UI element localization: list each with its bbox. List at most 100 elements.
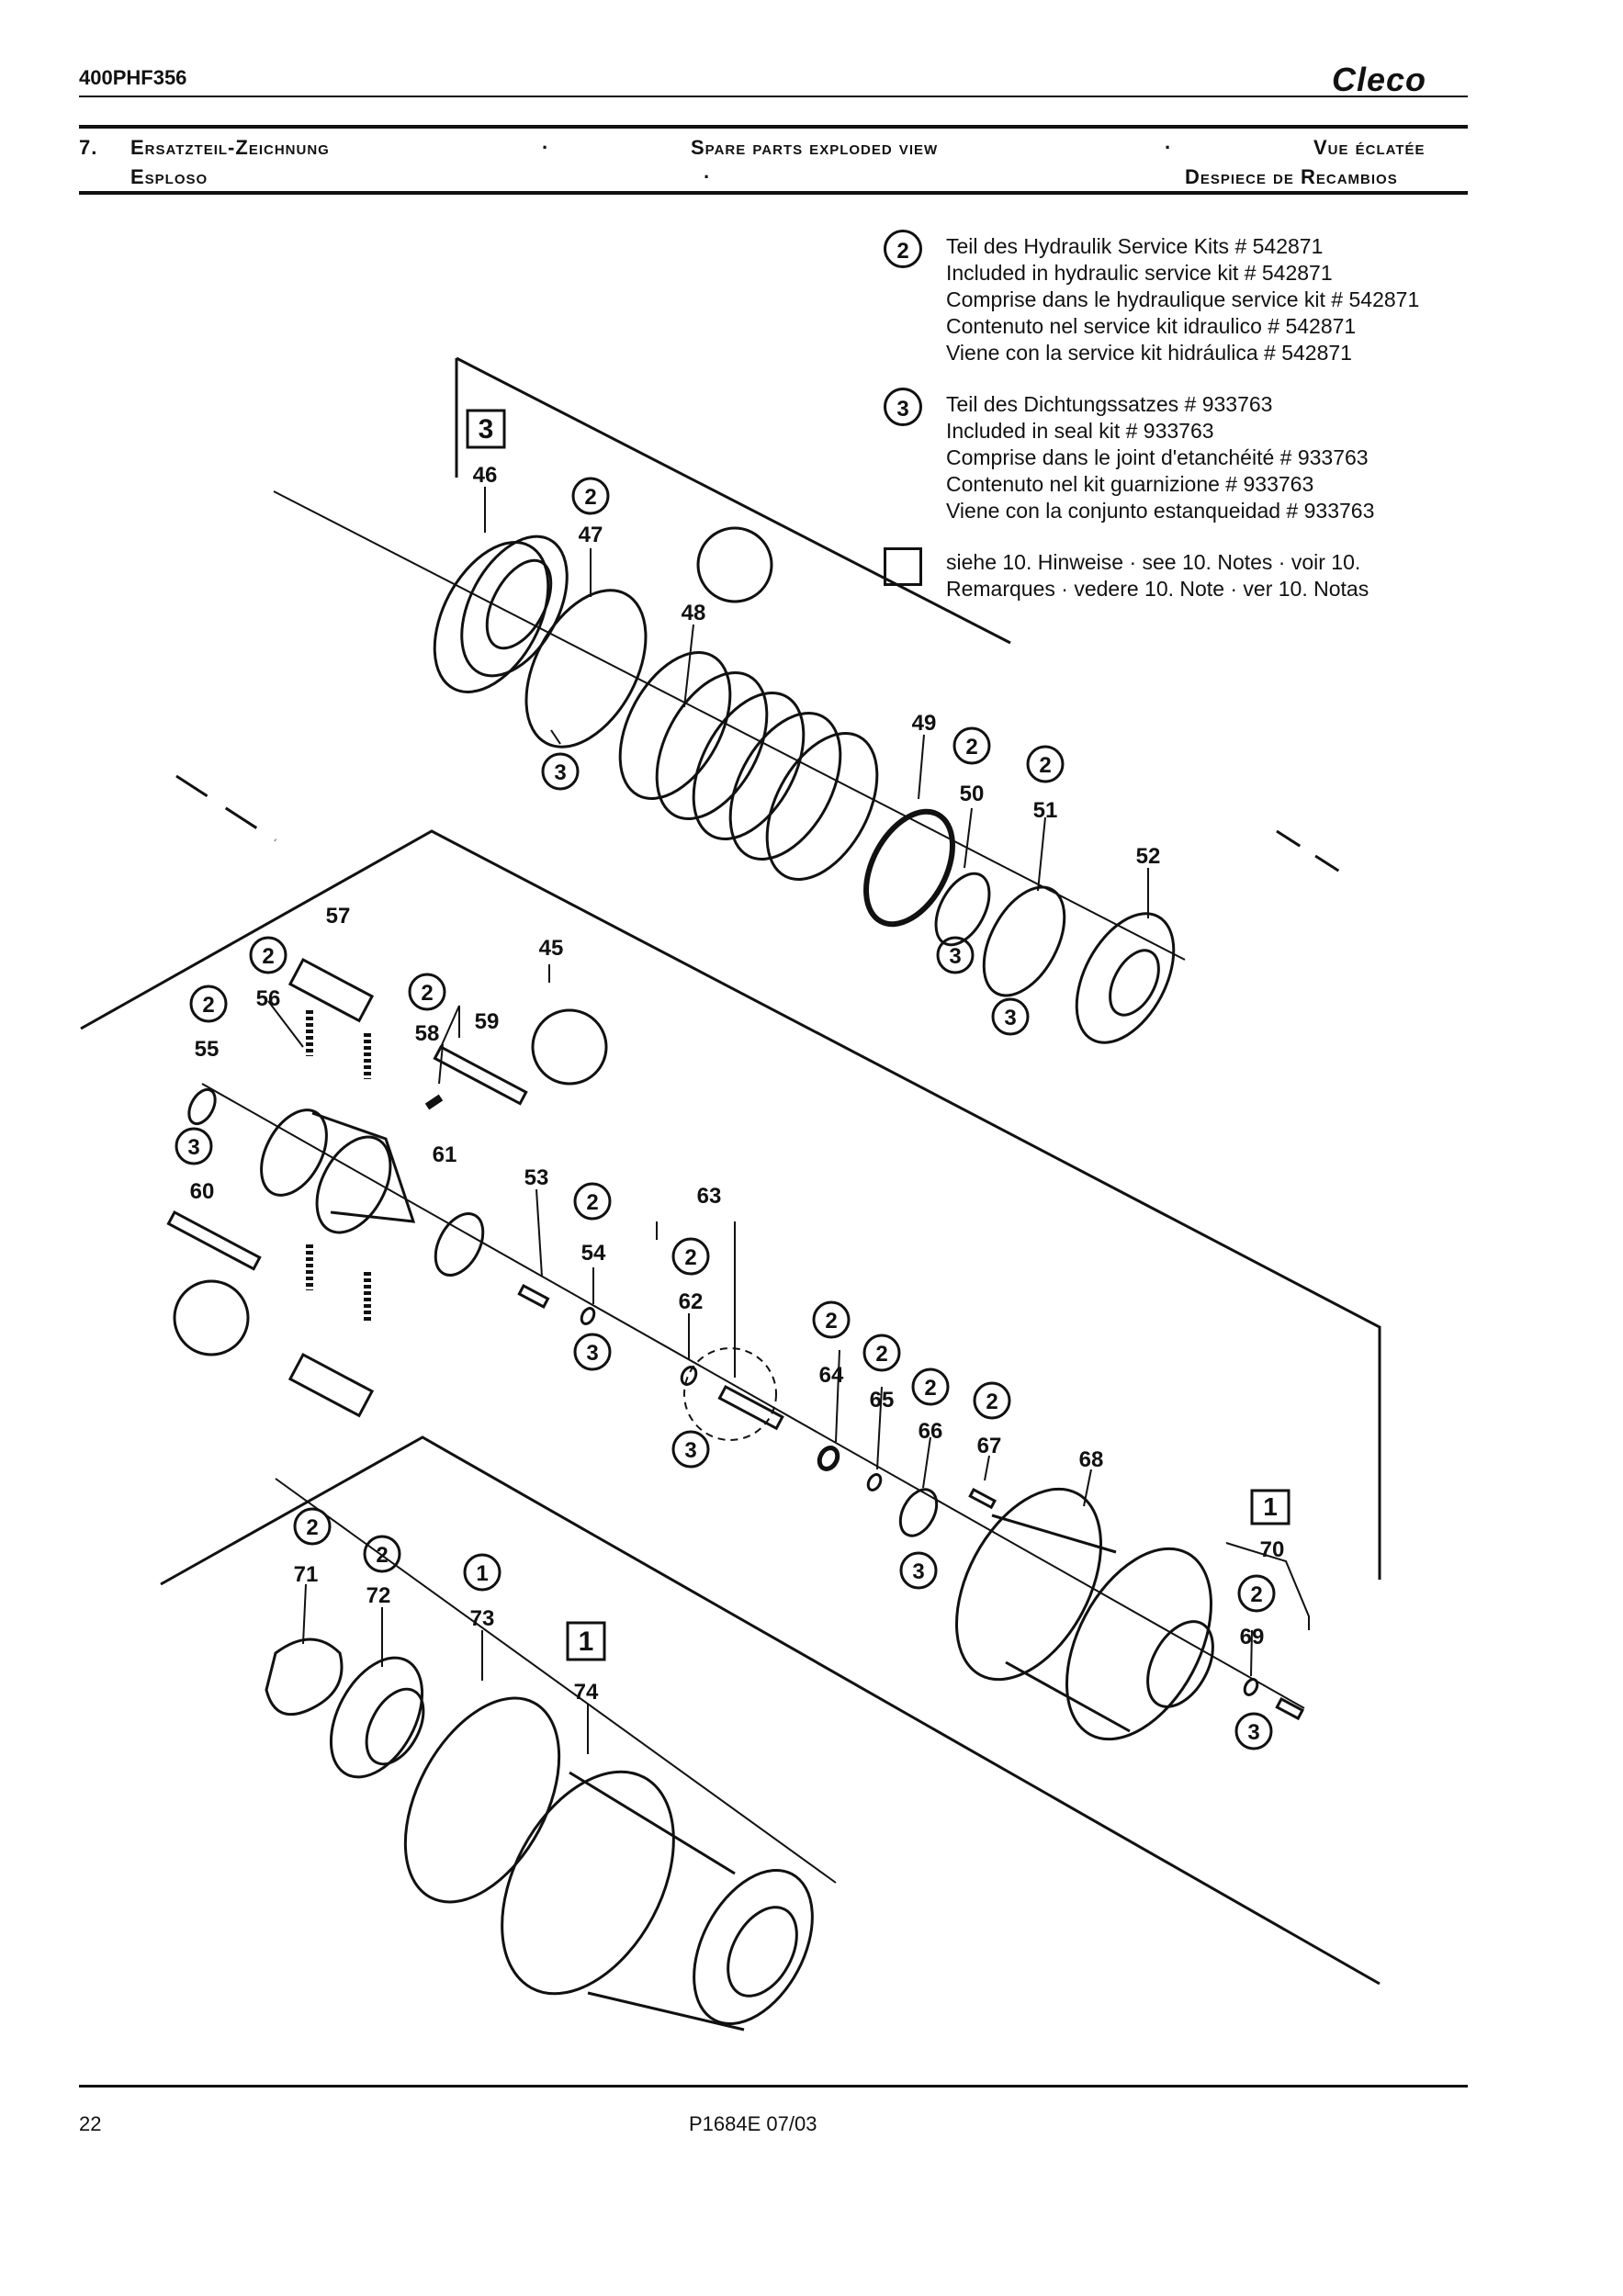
part-52-end-cap bbox=[1075, 912, 1176, 1044]
marker-circle bbox=[541, 752, 580, 791]
panel-lower-outline bbox=[160, 1435, 1381, 1986]
marker-circle bbox=[952, 726, 991, 765]
detail-pin-60 bbox=[173, 1279, 250, 1356]
marker-circle bbox=[463, 1553, 502, 1592]
kit-marker-label: 3 bbox=[949, 944, 961, 969]
kit-marker-label: 2 bbox=[262, 944, 274, 969]
marker-circle bbox=[911, 1367, 950, 1406]
marker-circle bbox=[671, 1430, 710, 1469]
note-label: 1 bbox=[579, 1626, 594, 1657]
part-47-o-ring bbox=[524, 589, 648, 748]
kit-marker-label: 2 bbox=[924, 1376, 936, 1401]
marker-circle bbox=[1026, 745, 1065, 783]
note-square-46 bbox=[466, 409, 506, 449]
title-english: Spare parts exploded view bbox=[691, 136, 939, 159]
axis-dashed-left bbox=[175, 774, 276, 842]
axis-dashed-right bbox=[1276, 829, 1349, 879]
legend-line: Included in hydraulic service kit # 5428… bbox=[946, 261, 1333, 285]
kit-marker-label: 2 bbox=[584, 485, 596, 510]
kit-marker-label: 2 bbox=[986, 1390, 997, 1414]
part-label: 59 bbox=[475, 1009, 500, 1034]
part-label: 74 bbox=[574, 1680, 599, 1705]
document-reference: P1684E 07/03 bbox=[689, 2112, 817, 2135]
part-67-pin bbox=[968, 1487, 997, 1510]
marker-circle bbox=[573, 1182, 612, 1221]
marker-circle bbox=[363, 1535, 401, 1573]
part-60-pin bbox=[166, 1210, 262, 1271]
part-label: 71 bbox=[294, 1562, 319, 1587]
part-54-ring bbox=[580, 1307, 596, 1325]
marker-circle bbox=[573, 1333, 612, 1371]
header-rule-bottom bbox=[79, 191, 1468, 195]
kit-marker-label: 3 bbox=[912, 1559, 924, 1584]
legend-line: siehe 10. Hinweise · see 10. Notes · voi… bbox=[946, 550, 1361, 574]
marker-circle bbox=[571, 477, 610, 515]
legend-line: Contenuto nel kit guarnizione # 933763 bbox=[946, 472, 1314, 496]
kit-marker-label: 2 bbox=[421, 981, 433, 1006]
title-separator-2: · bbox=[1165, 136, 1173, 159]
part-label: 66 bbox=[919, 1419, 943, 1444]
kit-marker-label: 2 bbox=[875, 1342, 887, 1367]
part-71-retainer bbox=[265, 1638, 344, 1716]
legend-notes-marker bbox=[884, 547, 922, 586]
kit-marker-label: 3 bbox=[1004, 1006, 1016, 1030]
note-square-74 bbox=[566, 1621, 606, 1661]
part-label: 67 bbox=[977, 1434, 1002, 1458]
part-69-washer bbox=[1243, 1678, 1259, 1696]
part-label: 54 bbox=[581, 1241, 606, 1266]
part-label: 58 bbox=[415, 1021, 440, 1046]
kit-marker-label: 2 bbox=[306, 1515, 318, 1540]
note-square-70 bbox=[1250, 1489, 1291, 1525]
part-48-spring-stack bbox=[618, 651, 879, 881]
header-rule-top bbox=[79, 96, 1468, 97]
part-53-pin bbox=[517, 1283, 550, 1309]
legend-line: Teil des Hydraulik Service Kits # 542871 bbox=[946, 234, 1324, 258]
part-70-bracket bbox=[1225, 1542, 1310, 1630]
legend-line: Teil des Dichtungssatzes # 933763 bbox=[946, 392, 1273, 416]
title-french: Vue éclatée bbox=[1313, 136, 1426, 159]
title-spanish: Despiece de Recambios bbox=[1185, 165, 1398, 188]
part-label: 57 bbox=[326, 904, 351, 929]
marker-circle bbox=[899, 1551, 938, 1590]
detail-spring-section bbox=[696, 526, 773, 603]
legend-line: Included in seal kit # 933763 bbox=[946, 419, 1214, 443]
part-label: 47 bbox=[579, 523, 603, 547]
marker-circle bbox=[1234, 1712, 1273, 1750]
part-label: 61 bbox=[433, 1142, 457, 1167]
kit-marker-label: 3 bbox=[187, 1135, 199, 1160]
kit-marker-label: 2 bbox=[376, 1543, 388, 1568]
marker-circle bbox=[862, 1334, 901, 1372]
part-68-cylinder bbox=[955, 1487, 1214, 1741]
legend-line: Viene con la conjunto estanqueidad # 933… bbox=[946, 499, 1375, 523]
part-63-valve bbox=[717, 1384, 784, 1431]
part-label: 64 bbox=[819, 1363, 844, 1388]
part-label: 70 bbox=[1260, 1537, 1285, 1562]
kit-marker-label: 2 bbox=[202, 993, 214, 1018]
part-label: 49 bbox=[912, 711, 937, 736]
marker-circle bbox=[249, 936, 287, 974]
legend-line: Contenuto nel service kit idraulico # 54… bbox=[946, 314, 1357, 338]
part-55-o-ring bbox=[187, 1087, 217, 1126]
legend-kit2: Teil des Hydraulik Service Kits # 542871… bbox=[946, 233, 1419, 366]
part-label: 50 bbox=[960, 782, 985, 806]
part-57-key-lower bbox=[287, 1352, 375, 1418]
part-59-pin bbox=[433, 1044, 528, 1106]
part-74-housing bbox=[501, 1770, 814, 2032]
legend-kit3-marker: 3 bbox=[884, 388, 922, 426]
legend-line: Remarques · vedere 10. Note · ver 10. No… bbox=[946, 577, 1369, 601]
part-label: 73 bbox=[470, 1606, 495, 1631]
page-number: 22 bbox=[79, 2112, 102, 2135]
part-label: 65 bbox=[870, 1388, 895, 1412]
kit-marker-label: 2 bbox=[684, 1245, 696, 1270]
part-label: 72 bbox=[366, 1583, 391, 1608]
part-label: 60 bbox=[190, 1179, 215, 1204]
marker-circle bbox=[973, 1381, 1011, 1420]
title-german: Ersatzteil-Zeichnung bbox=[130, 136, 330, 159]
legend-kit2-marker: 2 bbox=[884, 230, 922, 268]
section-number: 7. bbox=[79, 136, 98, 159]
marker-circle bbox=[812, 1300, 851, 1339]
marker-circle bbox=[175, 1127, 213, 1165]
title-separator-1: · bbox=[542, 136, 550, 159]
part-49-seal bbox=[863, 808, 955, 928]
